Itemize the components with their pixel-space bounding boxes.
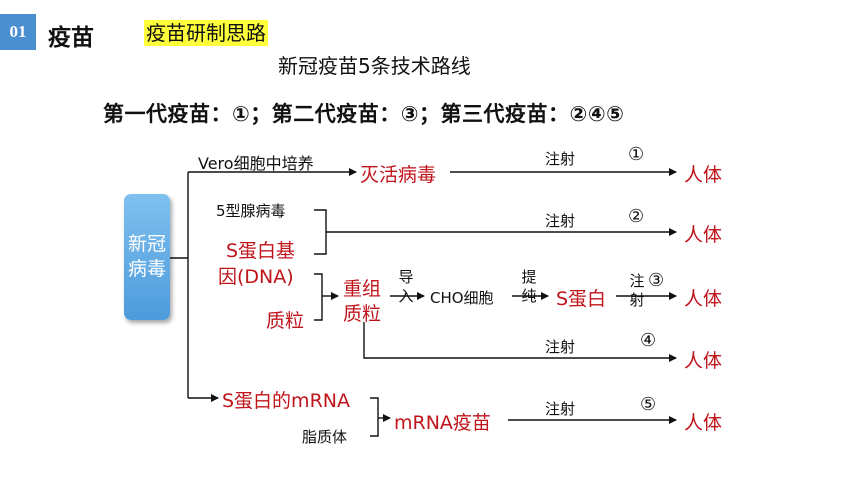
route3-s-protein: S蛋白: [556, 288, 607, 310]
route3-import-label: 导入: [398, 268, 414, 305]
diagram-title: 新冠疫苗5条技术路线: [278, 54, 471, 78]
route3-plasmid: 质粒: [266, 310, 305, 332]
route3-recombinant-line2: 质粒: [343, 303, 382, 325]
route5-bracket: [370, 397, 379, 437]
route4-inject-arrow: [363, 322, 677, 362]
route5-inject-label: 注射: [545, 400, 576, 418]
route1-number: ①: [628, 144, 645, 165]
route2-number: ②: [628, 206, 645, 227]
route2-adenovirus-label: 5型腺病毒: [216, 202, 286, 220]
route2-inject-label: 注射: [545, 212, 576, 230]
route1-inject-label: 注射: [545, 150, 576, 168]
route2-s-gene-line2: 因(DNA): [218, 266, 294, 288]
route4-inject-label: 注射: [545, 338, 576, 356]
route2-s-gene-line1: S蛋白基: [226, 240, 296, 262]
virus-source-box: 新冠病毒: [124, 194, 170, 320]
section-number-badge: 01: [0, 14, 36, 50]
route4-target-human: 人体: [684, 350, 723, 372]
route5-mrna-vaccine: mRNA疫苗: [394, 412, 491, 434]
route3-recombinant-line1: 重组: [343, 278, 382, 300]
highlighted-subtitle: 疫苗研制思路: [144, 20, 268, 46]
route3-cho-cell: CHO细胞: [430, 289, 494, 307]
route3-target-human: 人体: [684, 288, 723, 310]
route5-s-mrna: S蛋白的mRNA: [222, 390, 350, 412]
route3-purify-label: 提纯: [521, 268, 537, 305]
route2-target-human: 人体: [684, 224, 723, 246]
route5-liposome: 脂质体: [302, 428, 348, 446]
route1-culture-label: Vero细胞中培养: [198, 154, 314, 173]
route5-target-human: 人体: [684, 412, 723, 434]
route1-target-human: 人体: [684, 164, 723, 186]
route1-inactivated-virus: 灭活病毒: [360, 164, 437, 186]
route5-number: ⑤: [640, 394, 657, 415]
route3-bracket: [314, 273, 323, 321]
vaccine-generation-summary: 第一代疫苗：①；第二代疫苗：③；第三代疫苗：②④⑤: [103, 102, 625, 126]
route3-inject-label: 注射: [629, 272, 645, 309]
route2-bracket: [314, 209, 327, 255]
section-title: 疫苗: [48, 25, 94, 51]
route4-number: ④: [640, 330, 657, 351]
route3-number: ③: [648, 270, 665, 291]
